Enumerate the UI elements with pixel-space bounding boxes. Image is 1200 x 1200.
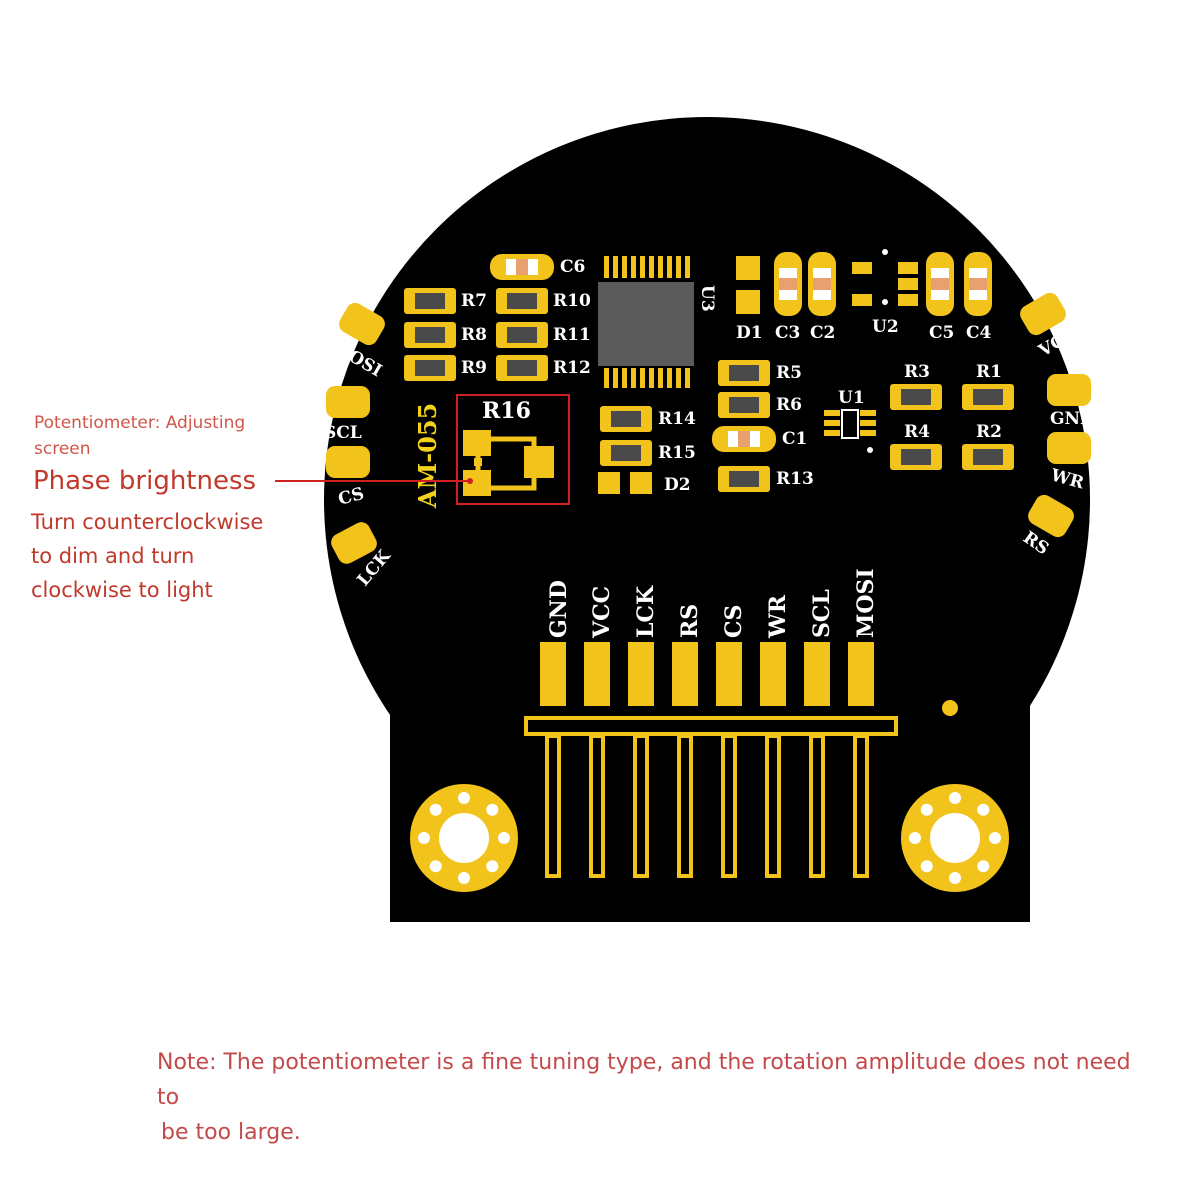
label-c5: C5: [929, 323, 954, 343]
label-c2: C2: [810, 323, 835, 343]
resistors-r14-r15: [600, 406, 652, 466]
header-label-cs: CS: [721, 605, 747, 638]
header-label-lck: LCK: [633, 585, 659, 638]
header-pins: [540, 642, 874, 878]
right-edge-pads: [1020, 292, 1091, 538]
potentiometer-r16: [463, 430, 554, 496]
label-r2: R2: [976, 422, 1002, 442]
resistors-r1-r4: [890, 384, 1014, 470]
resistor-r13: [718, 466, 770, 492]
header-label-wr: WR: [765, 594, 791, 639]
note-line-1: Note: The potentiometer is a fine tuning…: [157, 1050, 1131, 1110]
header-label-mosi: MOSI: [853, 568, 879, 638]
header-strip: [524, 716, 898, 736]
fiducial-dot: [942, 700, 958, 716]
annotation-subtitle: Potentiometer: Adjusting screen: [34, 413, 246, 459]
mounting-hole-right: [901, 784, 1009, 892]
diode-d1: [736, 256, 760, 314]
left-edge-pads: [326, 302, 385, 564]
label-r14: R14: [658, 409, 696, 429]
label-u1: U1: [838, 388, 865, 408]
label-d2: D2: [664, 475, 691, 495]
label-r7: R7: [461, 291, 487, 311]
capacitor-c1: [712, 426, 776, 452]
pad-label-scl: SCL: [324, 423, 362, 443]
label-r6: R6: [776, 395, 802, 415]
header-pin-labels: GND VCC LCK RS CS WR SCL MOSI: [546, 568, 879, 639]
capacitor-c6: [490, 254, 554, 280]
header-pin-gnd[interactable]: [540, 642, 566, 878]
note-text: Note: The potentiometer is a fine tuning…: [157, 1045, 1147, 1150]
board-model-label: AM-055: [413, 403, 442, 509]
label-r4: R4: [904, 422, 930, 442]
diode-d2: [598, 472, 652, 494]
header-pin-rs[interactable]: [672, 642, 698, 878]
ic-u1: [824, 409, 876, 453]
capacitors-c5-c4: [926, 252, 992, 316]
note-line-2: be too large.: [161, 1120, 301, 1145]
label-c4: C4: [966, 323, 992, 343]
label-r13: R13: [776, 469, 814, 489]
label-r5: R5: [776, 363, 802, 383]
label-r12: R12: [553, 358, 591, 378]
annotation-leader-dot: [467, 478, 473, 484]
mounting-hole-left: [410, 784, 518, 892]
label-r3: R3: [904, 362, 930, 382]
capacitors-c3-c2: [774, 252, 836, 316]
label-r1: R1: [976, 362, 1002, 382]
header-label-gnd: GND: [546, 580, 572, 638]
label-r10: R10: [553, 291, 591, 311]
label-u3: U3: [697, 285, 717, 312]
header-label-scl: SCL: [809, 589, 835, 638]
label-r9: R9: [461, 358, 487, 378]
ic-u2: [852, 249, 918, 306]
header-pin-mosi[interactable]: [848, 642, 874, 878]
label-d1: D1: [736, 323, 763, 343]
ic-u3: [598, 256, 694, 388]
label-c3: C3: [775, 323, 800, 343]
label-r16: R16: [482, 398, 531, 424]
label-u2: U2: [872, 317, 899, 337]
header-label-vcc: VCC: [589, 586, 615, 639]
resistors-r5-r6: [718, 360, 770, 418]
header-label-rs: RS: [677, 604, 703, 638]
potentiometer-highlight-box: [456, 394, 570, 505]
label-r15: R15: [658, 443, 696, 463]
label-c6: C6: [560, 257, 585, 277]
annotation-description: Turn counterclockwise to dim and turn cl…: [31, 510, 264, 602]
label-c1: C1: [782, 429, 807, 449]
label-r8: R8: [461, 325, 487, 345]
label-r11: R11: [553, 325, 591, 345]
pad-label-gnd: GND: [1050, 409, 1095, 429]
annotation-title: Phase brightness: [33, 466, 257, 496]
